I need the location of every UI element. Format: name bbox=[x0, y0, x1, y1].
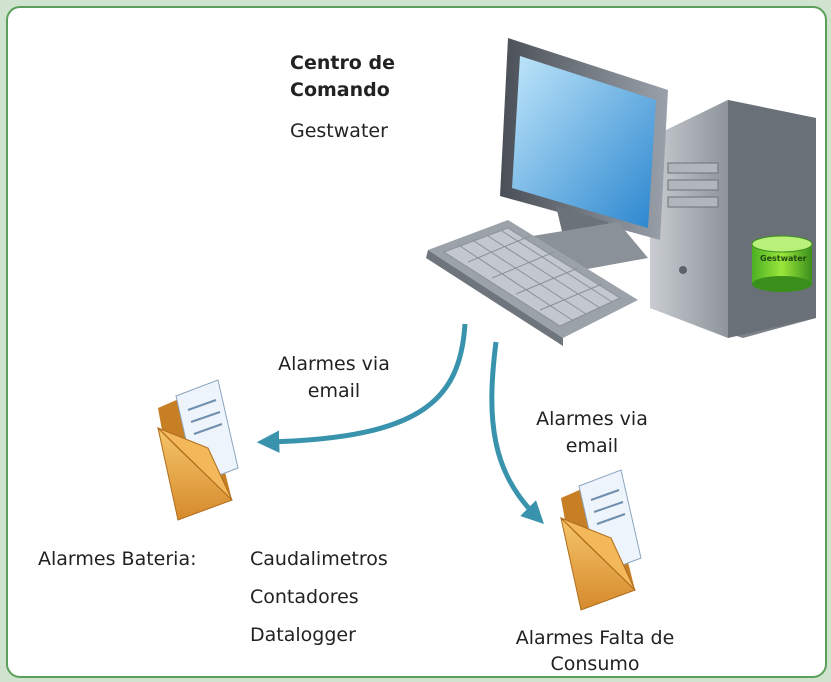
battery-item: Caudalimetros bbox=[250, 548, 388, 570]
computer-tower bbox=[650, 100, 816, 338]
database-icon bbox=[751, 235, 813, 292]
server-label: Gestwater bbox=[760, 254, 807, 263]
monitor-icon bbox=[500, 38, 668, 278]
right-arrow-label-line2: email bbox=[565, 435, 619, 457]
battery-alarms-heading: Alarmes Bateria: bbox=[38, 548, 197, 570]
battery-item: Datalogger bbox=[250, 624, 356, 646]
title-line1: Centro de bbox=[290, 52, 395, 74]
consumption-caption-line1: Alarmes Falta de bbox=[515, 627, 675, 649]
title-line2: Comando bbox=[290, 79, 390, 101]
right-arrow-label-line1: Alarmes via bbox=[536, 408, 648, 430]
arrow-right bbox=[489, 341, 544, 524]
consumption-caption-line2: Consumo bbox=[550, 653, 640, 675]
left-arrow-label-line2: email bbox=[307, 380, 361, 402]
subtitle: Gestwater bbox=[290, 120, 388, 142]
envelope-icon bbox=[157, 379, 239, 521]
battery-item: Contadores bbox=[250, 586, 359, 608]
diagram-art bbox=[157, 38, 816, 611]
left-arrow-label-line1: Alarmes via bbox=[278, 353, 390, 375]
arrow-left bbox=[256, 323, 468, 453]
diagram-frame: Centro de Comando Gestwater Gestwater Al… bbox=[6, 6, 827, 678]
keyboard-icon bbox=[426, 220, 638, 346]
envelope-icon bbox=[560, 469, 642, 611]
